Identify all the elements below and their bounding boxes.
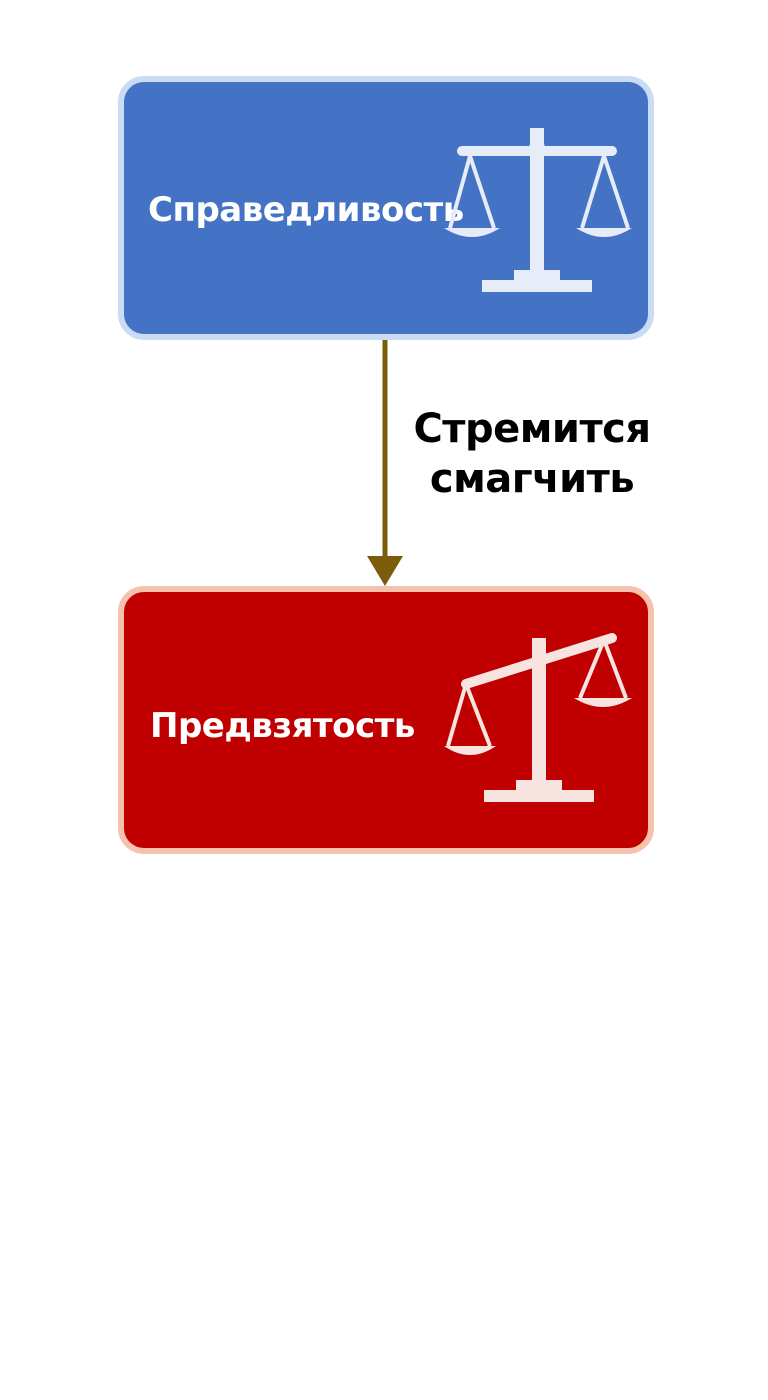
balanced-scale-icon — [444, 128, 632, 292]
justice-node: Справедливость — [118, 76, 654, 340]
tilted-scale-icon — [444, 633, 632, 802]
justice-node-label: Справедливость — [148, 190, 464, 230]
bias-node-label: Предвзятость — [150, 706, 415, 746]
edge-label: Стремится смагчить — [392, 404, 672, 504]
edge-arrowhead — [367, 556, 403, 586]
edge-label-line2: смагчить — [429, 456, 635, 502]
edge-label-line1: Стремится — [413, 406, 651, 452]
bias-node: Предвзятость — [118, 586, 654, 854]
